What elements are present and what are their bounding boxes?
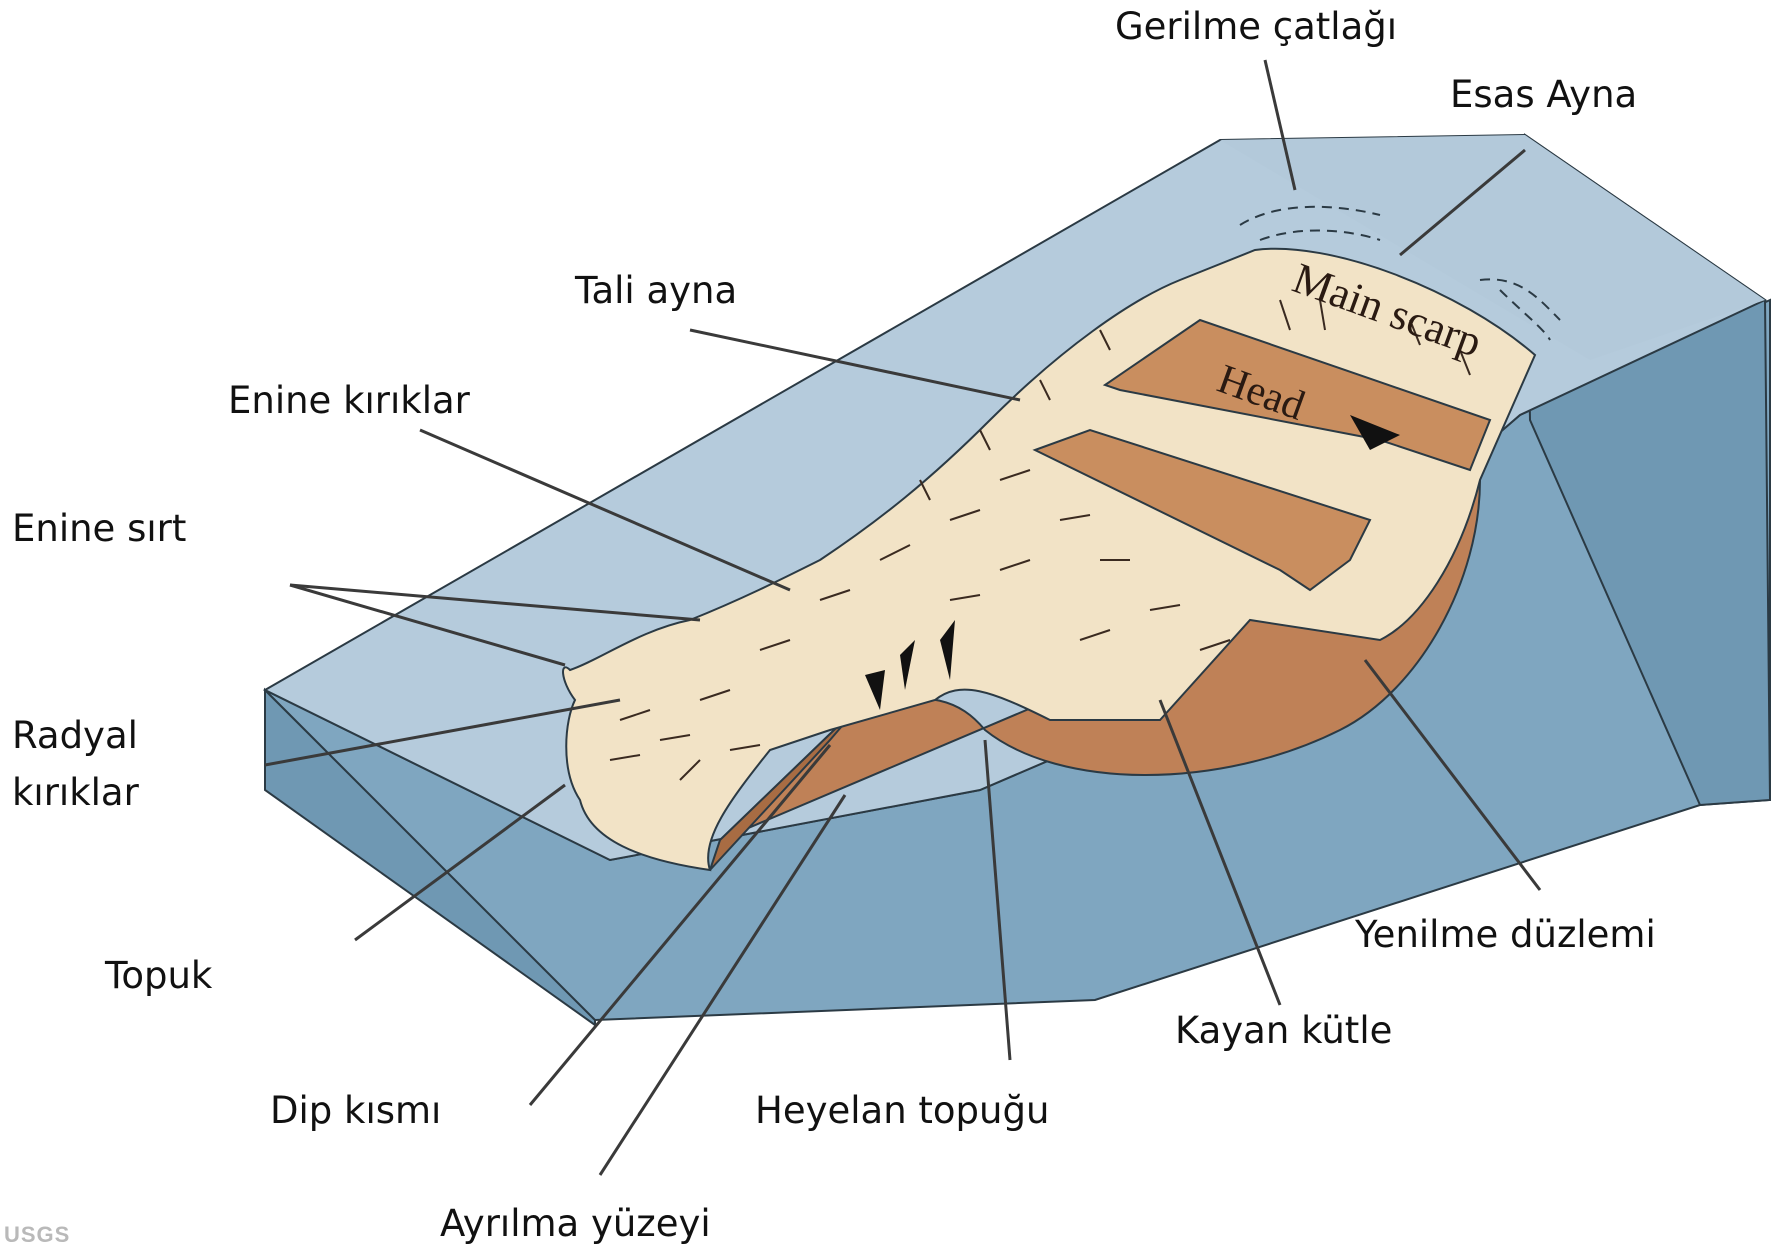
label-kayan-kutle: Kayan kütle	[1175, 1010, 1392, 1053]
label-tali-ayna: Tali ayna	[575, 270, 737, 313]
label-ayrilma-yuzeyi: Ayrılma yüzeyi	[440, 1203, 711, 1246]
label-kiriklar: kırıklar	[12, 772, 139, 815]
label-esas-ayna: Esas Ayna	[1450, 74, 1637, 117]
label-enine-sirt: Enine sırt	[12, 508, 186, 551]
label-yenilme-duzlemi: Yenilme düzlemi	[1355, 914, 1656, 957]
label-gerilme-catlagi: Gerilme çatlağı	[1115, 6, 1397, 49]
label-heyelan-topugu: Heyelan topuğu	[755, 1090, 1049, 1133]
label-enine-kiriklar: Enine kırıklar	[228, 380, 470, 423]
usgs-credit: USGS	[4, 1222, 70, 1248]
label-radyal: Radyal	[12, 715, 138, 758]
label-topuk: Topuk	[105, 955, 212, 998]
label-dip-kismi: Dip kısmı	[270, 1090, 441, 1133]
